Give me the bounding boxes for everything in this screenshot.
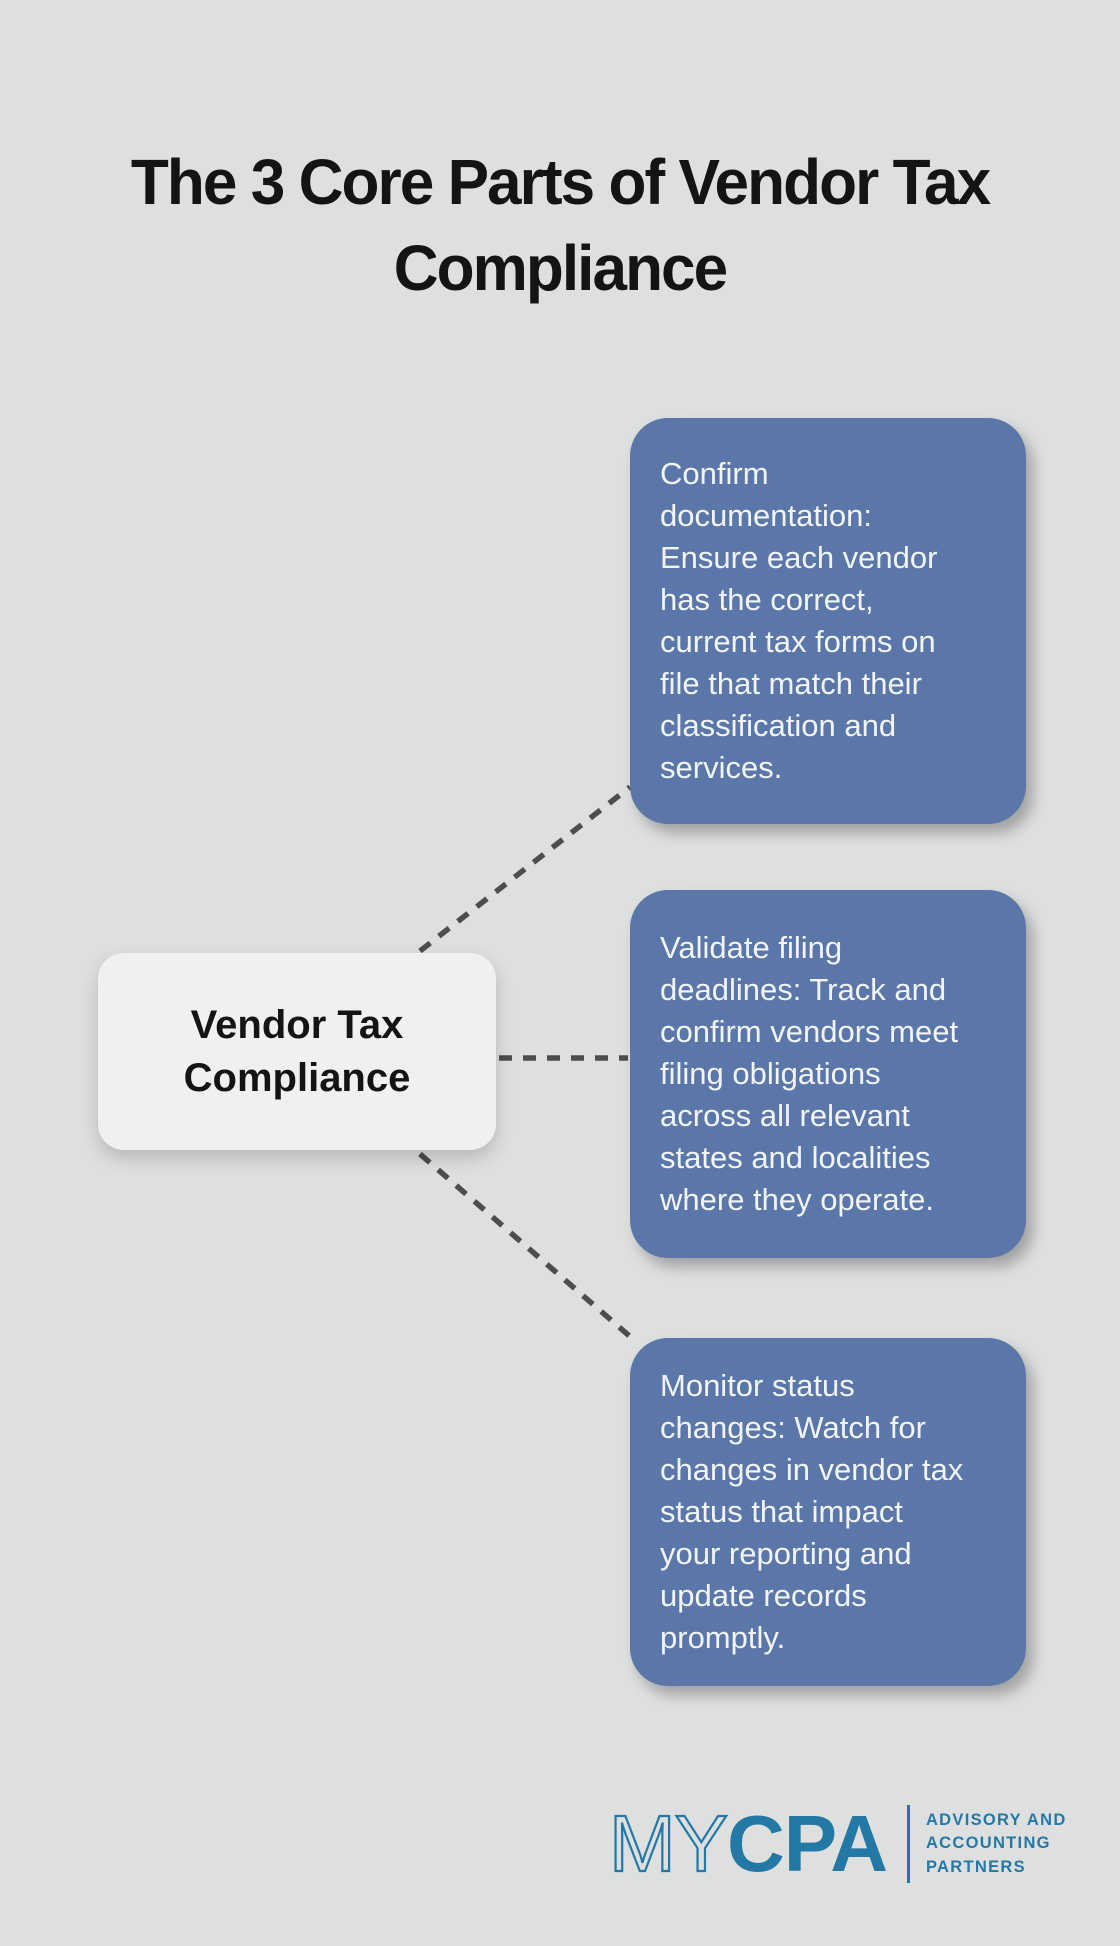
center-node-label: Vendor Tax Compliance bbox=[183, 1002, 411, 1100]
logo-tagline: ADVISORY AND ACCOUNTING PARTNERS bbox=[926, 1809, 1067, 1880]
company-logo: MYCPA ADVISORY AND ACCOUNTING PARTNERS bbox=[608, 1802, 1067, 1884]
card-validate-filing-deadlines: Validate filing deadlines: Track and con… bbox=[630, 890, 1026, 1258]
card-validate-filing-deadlines-text: Validate filing deadlines: Track and con… bbox=[660, 930, 959, 1217]
page-title: The 3 Core Parts of Vendor Tax Complianc… bbox=[130, 145, 991, 304]
card-monitor-status-changes-text: Monitor status changes: Watch for change… bbox=[660, 1368, 964, 1655]
logo-tagline-line2: ACCOUNTING bbox=[925, 1834, 1051, 1853]
logo-brand-thin: MY bbox=[608, 1799, 729, 1888]
logo-tagline-line1: ADVISORY AND bbox=[925, 1810, 1067, 1829]
card-monitor-status-changes: Monitor status changes: Watch for change… bbox=[630, 1338, 1026, 1686]
card-confirm-documentation-text: Confirm documentation: Ensure each vendo… bbox=[660, 456, 938, 785]
logo-brand-bold: CPA bbox=[727, 1799, 888, 1888]
logo-tagline-line3: PARTNERS bbox=[925, 1857, 1026, 1876]
card-confirm-documentation: Confirm documentation: Ensure each vendo… bbox=[630, 418, 1026, 824]
connector-line-bottom bbox=[418, 1151, 636, 1343]
connector-line-top bbox=[418, 784, 632, 954]
center-node: Vendor Tax Compliance bbox=[98, 953, 496, 1150]
logo-divider bbox=[906, 1805, 910, 1883]
logo-wordmark: MYCPA bbox=[608, 1802, 888, 1884]
